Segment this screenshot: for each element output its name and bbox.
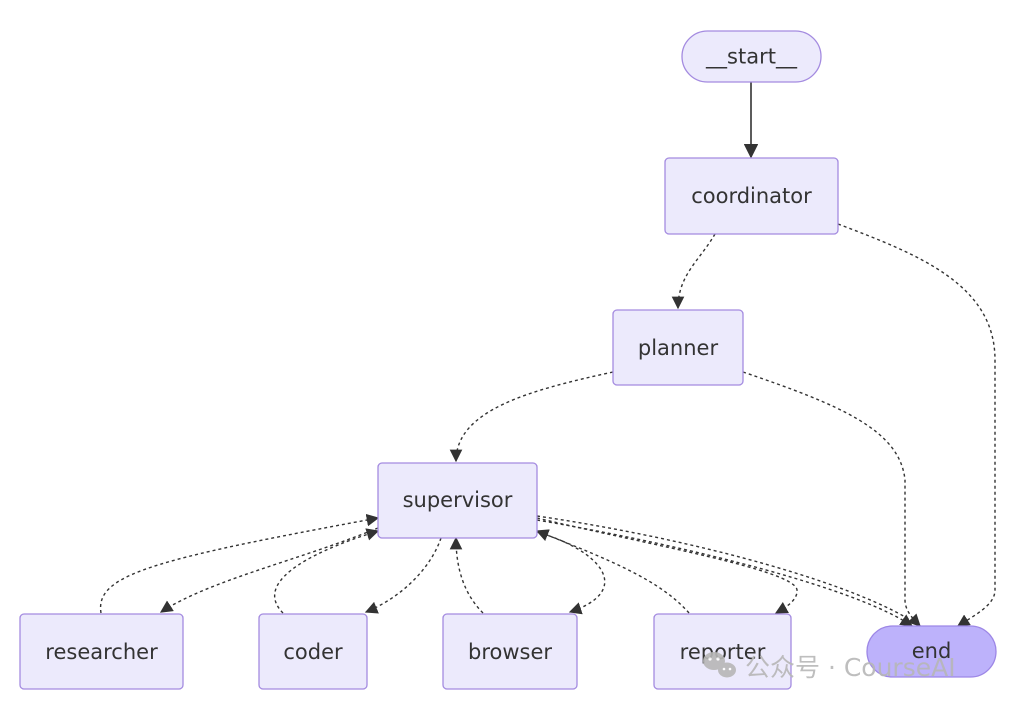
node-browser[interactable]: browser [442,613,578,690]
node-supervisor[interactable]: supervisor [377,462,538,539]
edges [99,82,996,627]
edge-supervisor-researcher [159,527,379,613]
edge-researcher-supervisor [99,513,380,614]
node-start[interactable]: __start__ [681,30,822,83]
watermark: 公众号 · CourseAI [703,652,956,682]
edge-browser-supervisor [449,536,484,614]
node-coder-label: coder [283,640,343,664]
node-researcher[interactable]: researcher [19,613,184,690]
edge-reporter-supervisor [535,529,690,614]
node-planner[interactable]: planner [612,309,744,386]
node-end-label: end [912,639,952,663]
node-browser-label: browser [468,640,552,664]
watermark-text: 公众号 · CourseAI [745,653,956,682]
edge-coordinator-planner [671,233,716,310]
node-researcher-label: researcher [45,640,158,664]
node-planner-label: planner [638,336,719,360]
node-coordinator-label: coordinator [691,184,812,208]
edge-coder-supervisor [273,528,380,614]
node-coder[interactable]: coder [258,613,368,690]
node-supervisor-label: supervisor [403,488,513,512]
wechat-icon [703,652,736,678]
edge-supervisor-end-b [536,519,914,627]
edge-supervisor-reporter [536,517,798,614]
node-start-label: __start__ [705,45,797,70]
edge-supervisor-browser [536,531,606,615]
node-end[interactable]: end [866,625,997,678]
edge-coordinator-end [837,223,996,627]
edge-planner-supervisor [449,371,614,463]
node-reporter[interactable]: reporter [653,613,792,690]
node-coordinator[interactable]: coordinator [664,157,839,235]
edge-supervisor-coder [364,537,442,614]
edge-supervisor-end-a [536,515,919,626]
edge-planner-end [742,371,921,627]
